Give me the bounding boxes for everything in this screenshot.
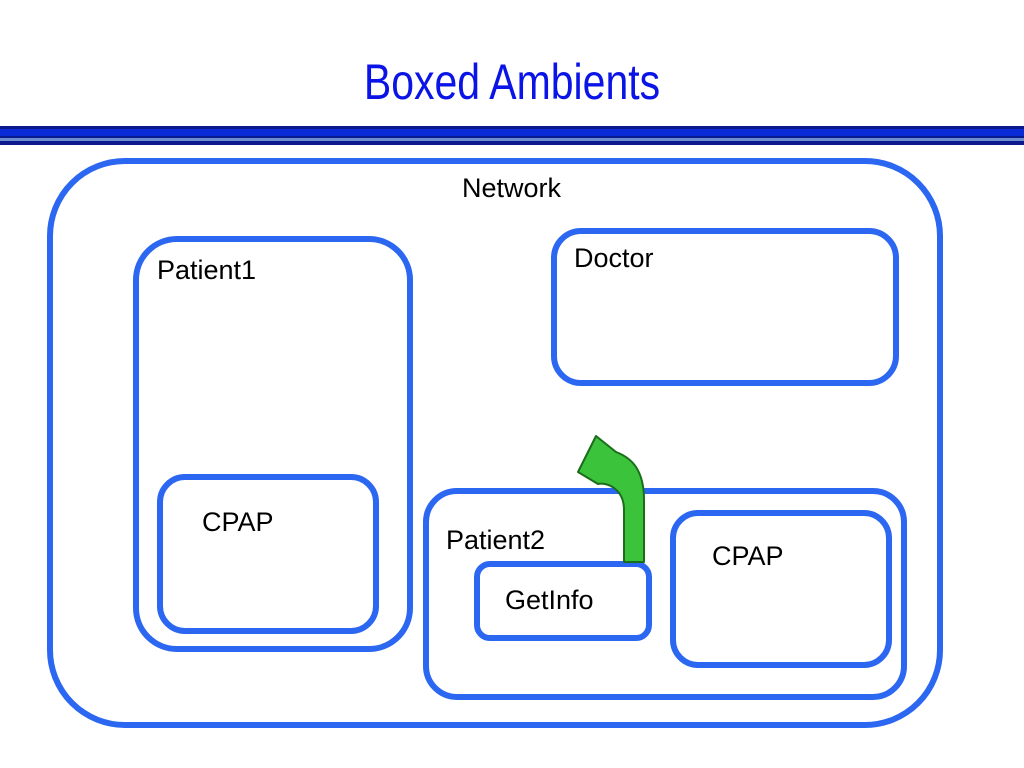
- getinfo-box: [474, 561, 652, 641]
- patient1-cpap-box: [157, 474, 379, 634]
- title-rule-edge: [0, 136, 1024, 138]
- move-up-arrow-icon: [577, 435, 645, 563]
- patient1-label: Patient1: [157, 255, 257, 285]
- slide-title: Boxed Ambients: [363, 54, 661, 110]
- patient2-cpap-label: CPAP: [712, 541, 784, 571]
- patient2-label: Patient2: [446, 525, 546, 555]
- doctor-label: Doctor: [574, 243, 654, 273]
- doctor-box: [551, 228, 899, 386]
- patient1-cpap-label: CPAP: [202, 507, 274, 537]
- network-box: [47, 158, 943, 728]
- title-rule-lower: [0, 141, 1024, 145]
- title-rule: [0, 126, 1024, 129]
- network-label: Network: [462, 173, 562, 203]
- arrow-shape: [577, 435, 645, 563]
- patient2-box: [423, 488, 907, 700]
- title-rule-gap: [0, 138, 1024, 141]
- getinfo-label: GetInfo: [505, 585, 594, 615]
- title-rule-band: [0, 129, 1024, 136]
- patient2-cpap-box: [670, 510, 892, 668]
- patient1-box: [133, 236, 413, 652]
